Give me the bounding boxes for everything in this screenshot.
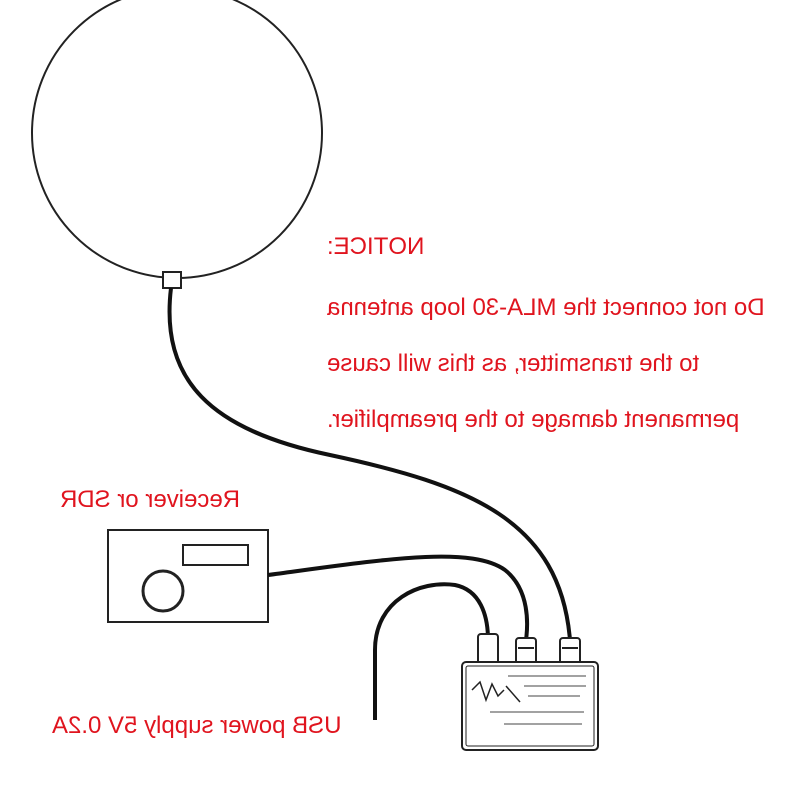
notice-title: NOTICE: <box>327 233 425 260</box>
preamp-controller-box <box>461 661 599 751</box>
loop-antenna <box>31 0 323 279</box>
antenna-cable <box>167 287 572 641</box>
receiver-box <box>107 529 269 623</box>
usb-power-label: USB power supply 5V 0.2A <box>52 712 342 739</box>
notice-line-2: to the transmitter, as this will cause <box>327 350 700 377</box>
antenna-feed-box <box>162 271 182 289</box>
controller-connectors <box>477 633 581 665</box>
receiver-label: Receiver or SDR <box>60 486 241 513</box>
rx-connector <box>515 637 537 665</box>
ant-connector <box>559 637 581 665</box>
receiver-cable <box>267 554 530 641</box>
usb-connector <box>477 633 499 665</box>
notice-line-3: permanent damage to the preamplifier. <box>327 406 740 433</box>
receiver-knob <box>141 569 185 613</box>
notice-block: NOTICE: Do not connect the MLA-30 loop a… <box>327 232 765 448</box>
notice-line-1: Do not connect the MLA-30 loop antenna <box>327 294 765 321</box>
receiver-display <box>182 544 249 566</box>
usb-cable <box>373 582 490 720</box>
